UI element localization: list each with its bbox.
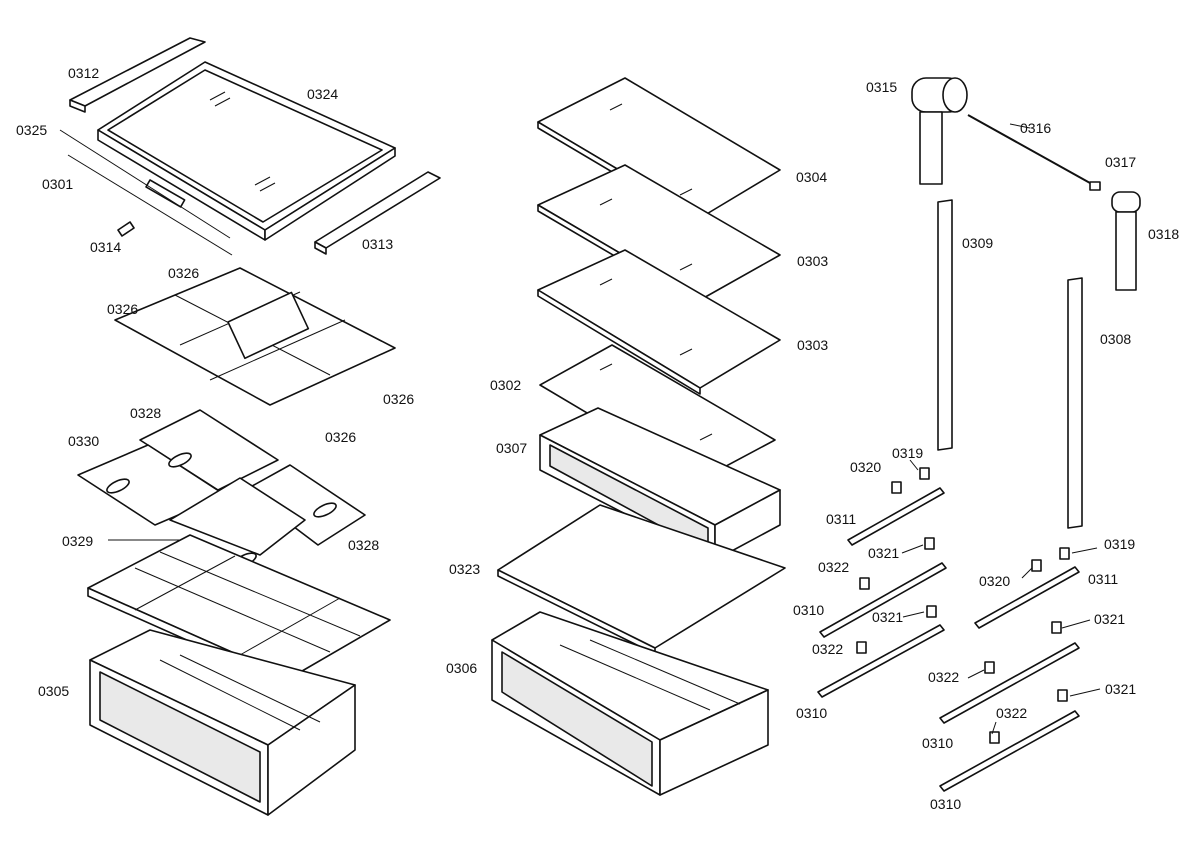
label-0322-upper-left: 0322	[818, 559, 850, 575]
label-0326-left: 0326	[107, 301, 139, 317]
label-0330: 0330	[68, 433, 100, 449]
label-0321-lower-left: 0321	[872, 609, 904, 625]
label-0305: 0305	[38, 683, 70, 699]
label-0322-upper-right: 0322	[928, 669, 960, 685]
part-clips	[856, 467, 1070, 744]
label-0321-upper-right: 0321	[1094, 611, 1126, 627]
label-0302: 0302	[490, 377, 522, 393]
part-0308-rail	[1067, 277, 1083, 529]
part-0314-clip	[117, 221, 135, 237]
label-0310-upper-right: 0310	[922, 735, 954, 751]
label-0307: 0307	[496, 440, 528, 456]
label-0310-lower-right: 0310	[930, 796, 962, 812]
part-0316-shaft	[967, 114, 1091, 184]
label-0329: 0329	[62, 533, 94, 549]
label-0321-upper-left: 0321	[868, 545, 900, 561]
part-0328-0330-mats	[77, 409, 366, 568]
label-0319-left: 0319	[892, 445, 924, 461]
label-0310-upper-left: 0310	[793, 602, 825, 618]
part-0326-grilles	[114, 267, 396, 406]
label-0323: 0323	[449, 561, 481, 577]
label-0315: 0315	[866, 79, 898, 95]
part-0318-bracket	[1111, 191, 1141, 291]
part-0305-drawer	[89, 629, 356, 816]
label-0325: 0325	[16, 122, 48, 138]
label-0320-left: 0320	[850, 459, 882, 475]
label-0320-right: 0320	[979, 573, 1011, 589]
label-0321-lower-right: 0321	[1105, 681, 1137, 697]
part-0312-rail	[69, 37, 206, 113]
label-0309: 0309	[962, 235, 994, 251]
part-0323-glass-plate	[497, 504, 786, 655]
part-0325-0301-rods	[59, 129, 233, 256]
part-0315-motor	[911, 77, 968, 185]
label-0326-right: 0326	[383, 391, 415, 407]
label-0306: 0306	[446, 660, 478, 676]
label-0308: 0308	[1100, 331, 1132, 347]
part-0313-rail	[314, 171, 441, 255]
label-0304: 0304	[796, 169, 828, 185]
label-0319-right: 0319	[1104, 536, 1136, 552]
label-0303-lower: 0303	[797, 337, 829, 353]
label-0301: 0301	[42, 176, 74, 192]
label-0328-top: 0328	[130, 405, 162, 421]
label-0303-upper: 0303	[797, 253, 829, 269]
label-0326-top: 0326	[168, 265, 200, 281]
label-0322-lower-right: 0322	[996, 705, 1028, 721]
label-0311-right: 0311	[1088, 571, 1119, 587]
leader-lines	[108, 123, 1101, 735]
label-0316: 0316	[1020, 120, 1052, 136]
label-0312: 0312	[68, 65, 100, 81]
label-0310-lower-left: 0310	[796, 705, 828, 721]
label-0311-left: 0311	[826, 511, 857, 527]
label-0322-lower-left: 0322	[812, 641, 844, 657]
part-0317-coupler	[1089, 181, 1101, 191]
label-0313: 0313	[362, 236, 394, 252]
part-0303-shelf-lower	[537, 249, 781, 395]
label-0324: 0324	[307, 86, 339, 102]
label-0314: 0314	[90, 239, 122, 255]
label-0328-right: 0328	[348, 537, 380, 553]
part-0324-glass-shelf	[97, 61, 396, 241]
label-0317: 0317	[1105, 154, 1137, 170]
part-0306-drawer	[491, 611, 769, 796]
part-runners	[817, 487, 1080, 792]
label-0326-bottom: 0326	[325, 429, 357, 445]
part-0309-rail	[937, 199, 953, 451]
label-0318: 0318	[1148, 226, 1180, 242]
